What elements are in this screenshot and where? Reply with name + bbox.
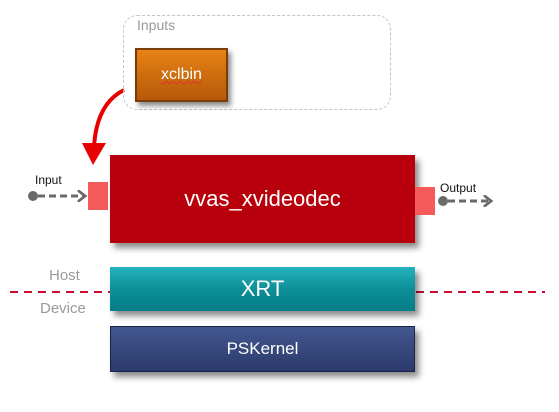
input-port	[88, 182, 108, 210]
curved-arrow-head	[82, 143, 106, 165]
host-label: Host	[49, 267, 80, 284]
inputs-group-label: Inputs	[137, 17, 176, 33]
xclbin-label: xclbin	[161, 66, 202, 83]
output-dot	[438, 196, 448, 206]
curved-arrow	[92, 88, 125, 149]
pskernel-block: PSKernel	[110, 326, 415, 372]
input-label: Input	[35, 173, 62, 187]
xrt-label: XRT	[240, 276, 285, 301]
pskernel-label: PSKernel	[226, 339, 299, 358]
vvas-xvideodec-label: vvas_xvideodec	[184, 186, 341, 211]
device-label: Device	[40, 300, 86, 317]
vvas-xvideodec-block: vvas_xvideodec	[110, 155, 415, 243]
output-label: Output	[440, 181, 477, 195]
inputs-group	[123, 15, 391, 110]
input-dot	[28, 191, 38, 201]
output-port	[415, 187, 435, 215]
xrt-block: XRT	[110, 267, 415, 311]
xclbin-block: xclbin	[135, 48, 228, 102]
